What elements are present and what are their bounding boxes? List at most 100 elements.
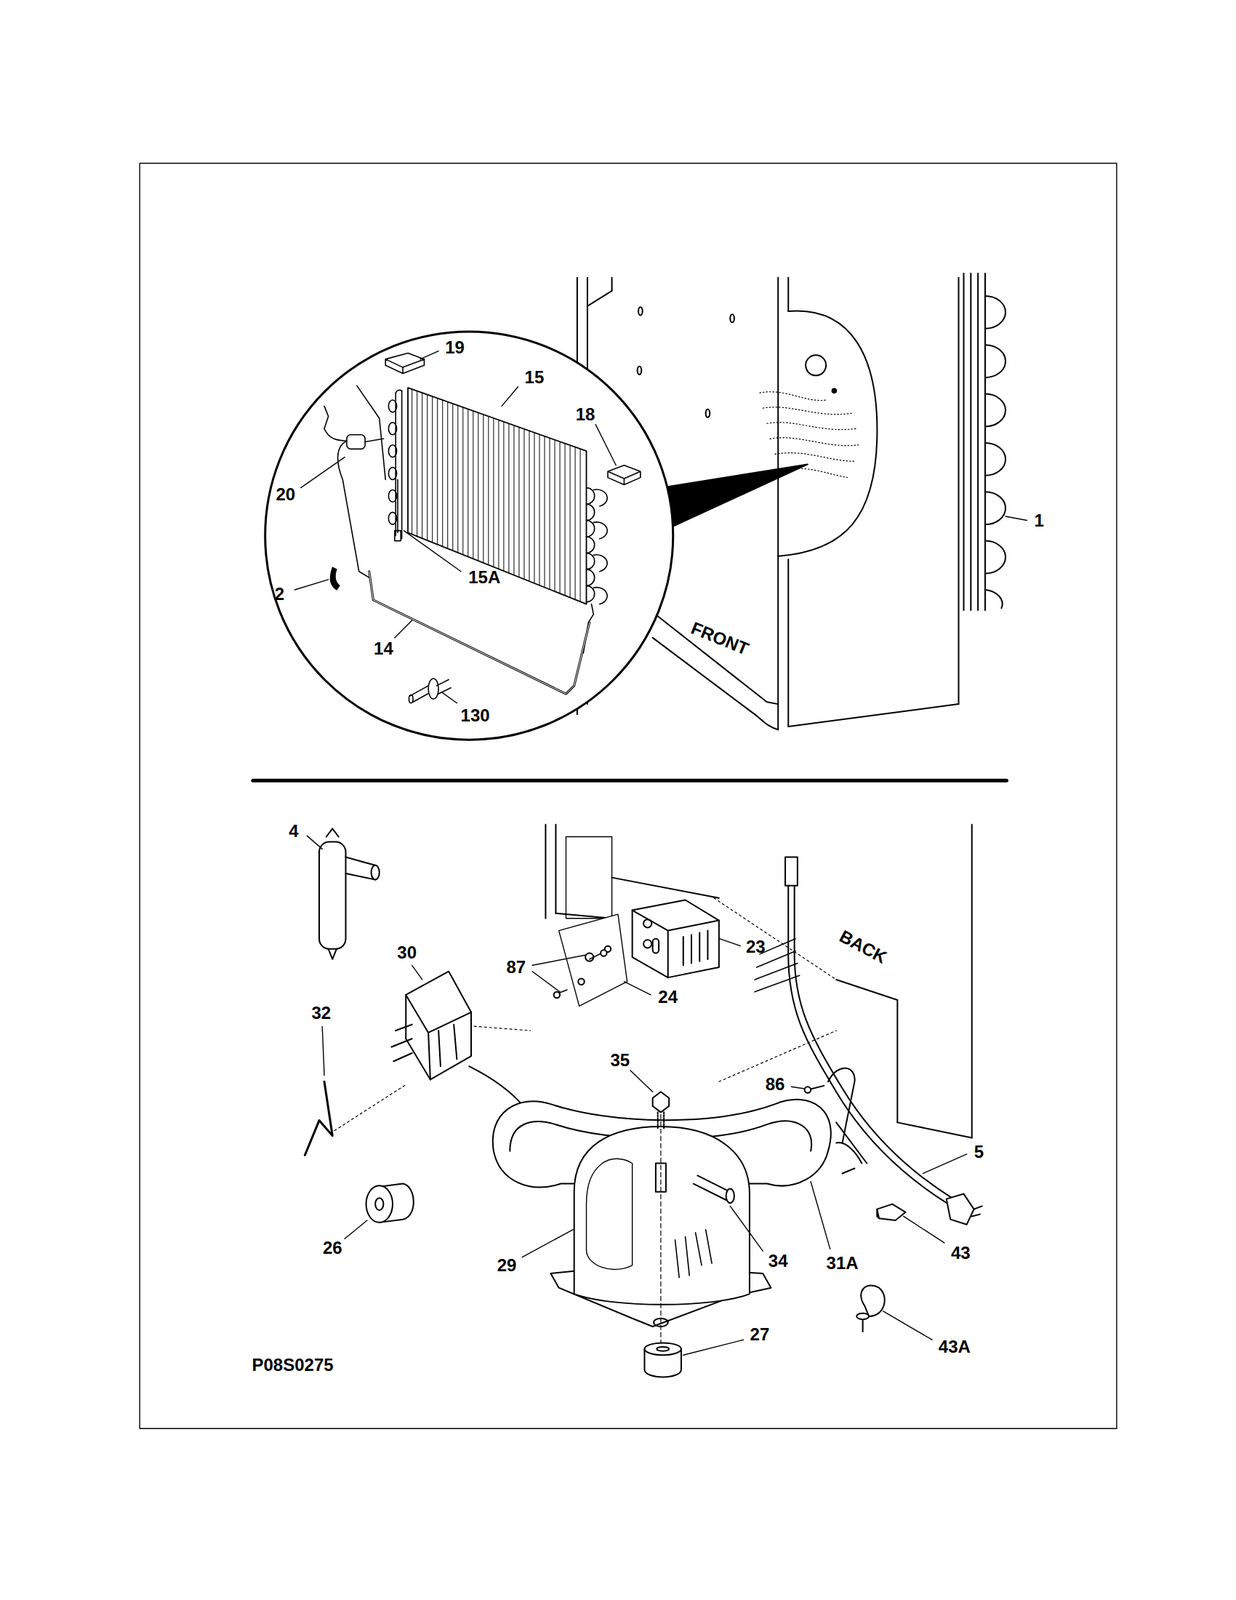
illustration-part	[395, 389, 402, 393]
illustration-part	[442, 692, 458, 704]
illustration-part	[565, 836, 612, 919]
illustration-part	[523, 428, 525, 580]
illustration-part	[726, 1188, 735, 1204]
callout-number: 34	[767, 1251, 790, 1271]
illustration-part	[346, 434, 365, 450]
callout-number: 30	[395, 942, 419, 962]
block-19	[385, 352, 424, 373]
illustration-part	[438, 1024, 457, 1067]
illustration-part	[334, 1084, 406, 1130]
illustration-part	[860, 1284, 885, 1316]
illustration-part	[729, 1205, 763, 1251]
illustration-part	[326, 828, 339, 837]
illustration-part	[324, 428, 349, 441]
illustration-part	[805, 354, 826, 376]
drain-tube-14	[369, 571, 590, 694]
illustration-part	[403, 530, 461, 572]
illustration-part	[903, 1215, 945, 1242]
drier-4	[319, 828, 380, 959]
illustration-part	[777, 277, 779, 557]
callout-number: 24	[656, 987, 680, 1007]
illustration-part	[412, 964, 423, 980]
illustration-part	[984, 273, 986, 611]
callout-number: 20	[274, 484, 297, 504]
illustration-part	[468, 1065, 525, 1107]
divider	[253, 778, 1007, 783]
callout-number: 1	[1033, 511, 1046, 531]
callout-number: 35	[608, 1050, 632, 1070]
illustration-part	[532, 954, 586, 965]
illustration-part	[713, 897, 837, 980]
illustration-part	[554, 991, 560, 998]
callout-number: 5	[972, 1142, 986, 1162]
illustration-part	[407, 387, 587, 604]
illustration-part	[442, 399, 443, 547]
illustration-part	[876, 1209, 880, 1219]
thermostat-20	[324, 405, 384, 578]
illustration-part	[356, 385, 386, 480]
illustration-part	[324, 405, 329, 429]
illustration-part	[788, 703, 959, 727]
illustration-part	[421, 392, 423, 539]
illustration-part	[401, 390, 403, 539]
illustration-part	[436, 398, 438, 545]
illustration-part	[544, 824, 547, 919]
illustration-part	[896, 999, 898, 1122]
callout-number: 43A	[937, 1337, 973, 1356]
illustration-part	[301, 457, 345, 488]
illustration-part	[804, 1086, 811, 1093]
relay-30	[391, 971, 525, 1108]
illustration-part	[452, 403, 453, 551]
direction-label: FRONT	[687, 618, 753, 660]
illustration-part	[396, 479, 399, 533]
illustration-part	[762, 407, 852, 415]
peg-130	[408, 678, 451, 704]
illustration-part	[719, 938, 741, 946]
illustration-part	[788, 885, 949, 1205]
illustration-part	[759, 391, 859, 478]
illustration-part	[492, 418, 494, 568]
drain-tube-14-inner	[369, 571, 590, 694]
illustration-part	[638, 306, 643, 315]
illustration-part	[962, 273, 965, 611]
illustration-part	[322, 1025, 325, 1075]
illustration-part	[632, 910, 720, 978]
detail-circle	[265, 331, 674, 740]
illustration-part	[564, 443, 566, 596]
callout-number: 14	[372, 639, 395, 658]
callout-number: 4	[287, 821, 300, 841]
callout-number: 86	[764, 1074, 787, 1094]
leader-lines	[294, 351, 1027, 1356]
illustration-part	[420, 351, 439, 360]
illustration-part	[644, 1342, 681, 1355]
evaporator	[388, 387, 608, 653]
timer-23	[632, 900, 720, 978]
illustration-part	[570, 444, 571, 597]
illustration-part	[977, 273, 979, 611]
illustration-part	[436, 679, 451, 694]
illustration-part	[586, 487, 595, 603]
callout-number: 29	[495, 1255, 519, 1275]
illustration-part	[467, 408, 469, 557]
illustration-part	[652, 1091, 669, 1112]
illustration-part	[957, 277, 959, 704]
illustration-part	[554, 439, 556, 592]
illustration-part	[985, 589, 1003, 608]
illustration-part	[652, 637, 779, 730]
callout-number: 130	[459, 705, 492, 725]
illustration-part	[501, 386, 518, 407]
illustration-part	[705, 409, 711, 418]
illustration-part	[416, 391, 418, 537]
illustration-part	[306, 835, 323, 849]
illustration-part	[328, 948, 337, 959]
illustration-part	[876, 1204, 906, 1221]
cabinet-back	[463, 824, 973, 1138]
illustration-part	[593, 489, 608, 605]
illustration-part	[559, 441, 561, 594]
power-cord-5	[754, 857, 983, 1225]
direction-label: BACK	[834, 925, 891, 967]
illustration-part	[985, 394, 1006, 427]
illustration-part	[538, 434, 540, 586]
grommet-27	[644, 1342, 681, 1377]
